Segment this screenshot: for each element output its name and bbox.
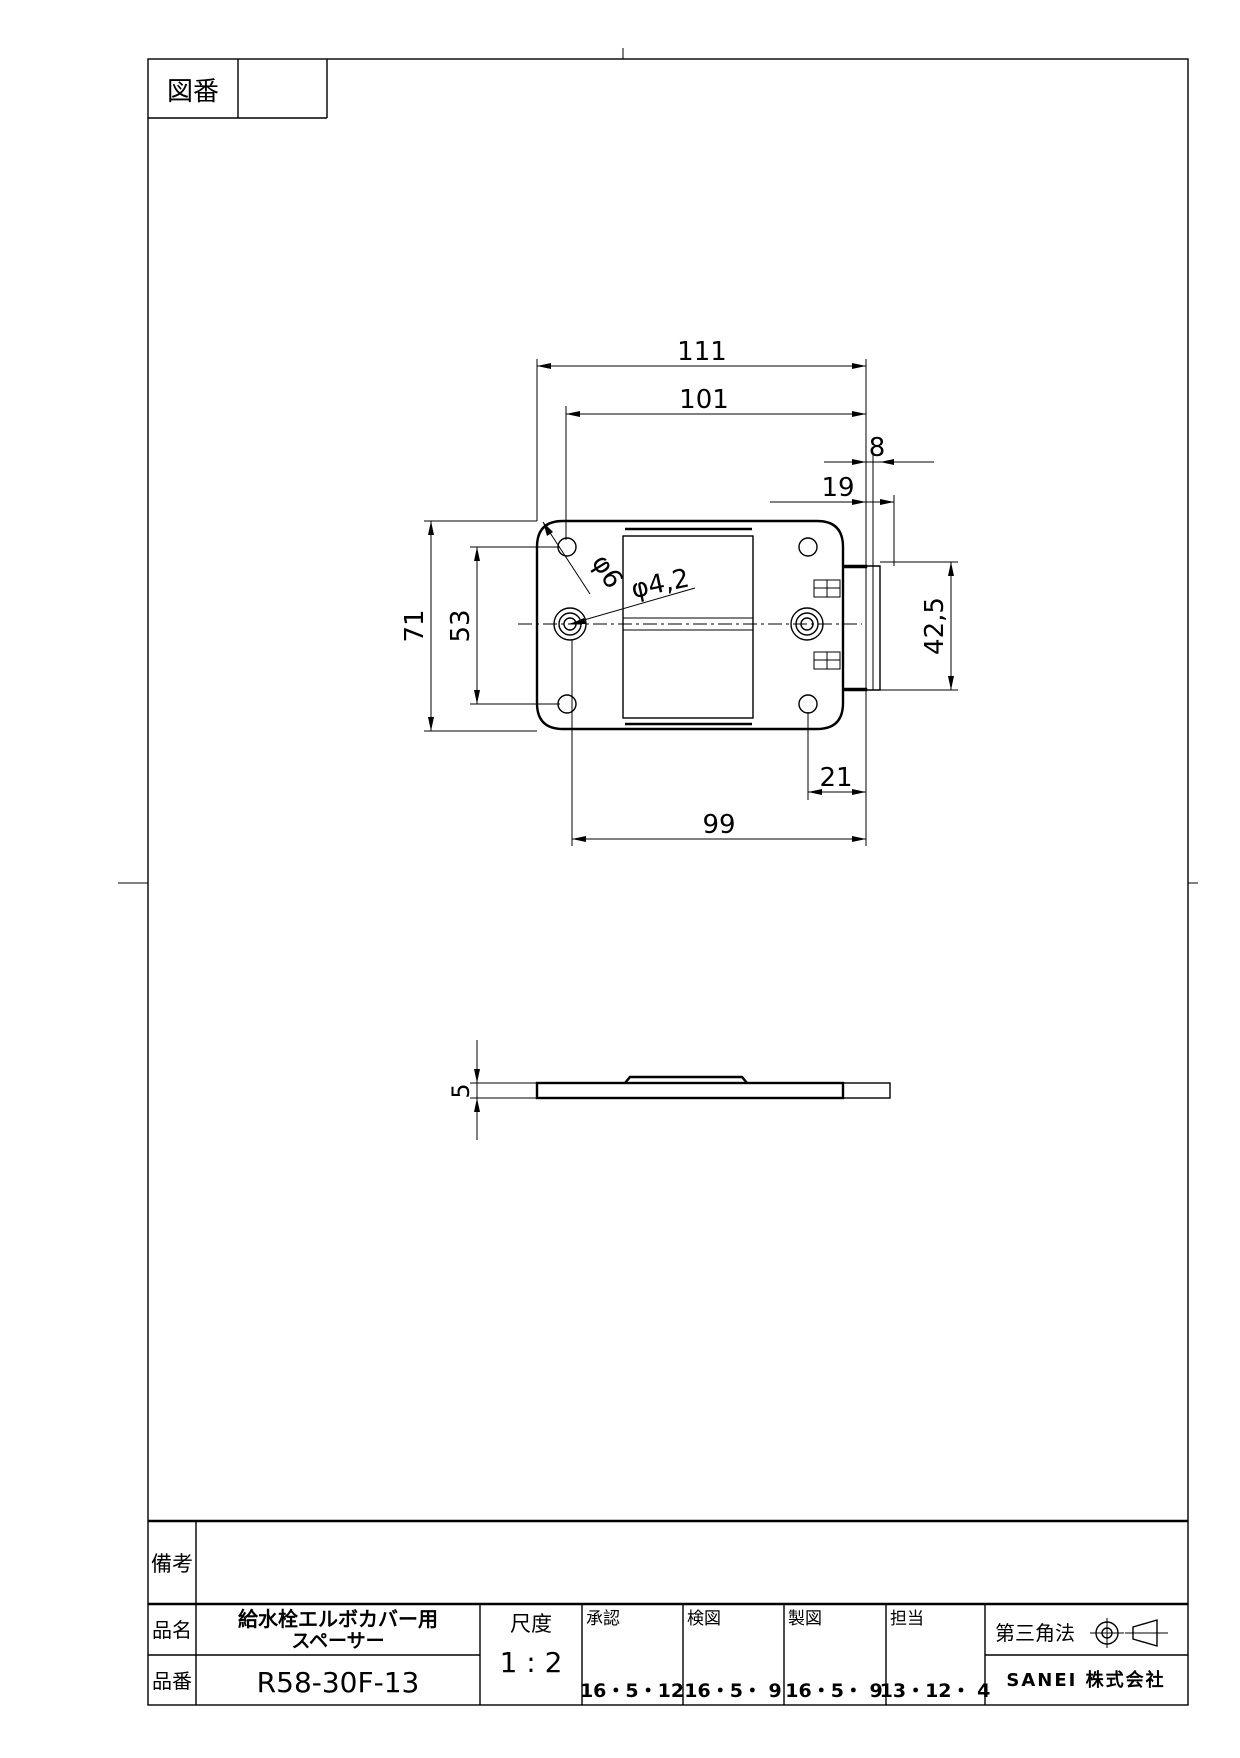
draft-date: 16・5・ 9: [785, 1680, 883, 1702]
corner-hole-tl: [557, 537, 577, 557]
check-date: 16・5・ 9: [684, 1680, 782, 1702]
third-angle-projection-icon: [1090, 1618, 1168, 1648]
dim-8: 8: [869, 433, 886, 463]
dim-21: 21: [819, 763, 852, 793]
side-view: 5: [447, 1040, 891, 1140]
product-name-line2: スペーサー: [291, 1630, 384, 1652]
part-number: R58-30F-13: [257, 1666, 420, 1699]
side-tab: [842, 1082, 891, 1099]
drawing-frame: [147, 58, 1189, 1706]
scale-value: 1 : 2: [500, 1646, 563, 1679]
side-plate: [535, 1081, 845, 1100]
projection-label: 第三角法: [995, 1621, 1075, 1645]
charge-date: 13・12・ 4: [880, 1680, 991, 1702]
charge-label: 担当: [890, 1609, 924, 1629]
check-label: 検図: [687, 1609, 721, 1629]
center-panel: [622, 535, 754, 719]
countersunk-hole-right: [790, 607, 824, 641]
dim-phi4-2: φ4,2: [629, 563, 692, 605]
dim-71: 71: [400, 609, 430, 642]
dim-53: 53: [446, 609, 476, 642]
drawing-number-box: 図番: [148, 59, 328, 119]
dim-5: 5: [447, 1083, 475, 1098]
corner-hole-br: [798, 694, 818, 714]
dim-111: 111: [677, 337, 727, 367]
title-block: 備考 品名 品番 給水栓エルボカバー用 スペーサー R58-30F-13 尺度 …: [148, 1519, 1188, 1705]
dim-phi6: φ6: [585, 550, 628, 594]
dimension-lines: 111 101 8 19 71 53: [400, 337, 958, 846]
dim-42-5: 42,5: [920, 597, 950, 655]
company-name: SANEI 株式会社: [1006, 1669, 1165, 1691]
scale-label: 尺度: [510, 1612, 552, 1636]
product-name-line1: 給水栓エルボカバー用: [238, 1607, 438, 1631]
right-tab: [843, 565, 881, 691]
dim-19: 19: [821, 473, 854, 503]
approval-date: 16・5・12: [580, 1680, 684, 1702]
plate-outline: [535, 519, 868, 731]
remarks-label: 備考: [151, 1552, 193, 1576]
approval-label: 承認: [586, 1609, 620, 1629]
dim-99: 99: [702, 810, 735, 840]
name-label: 品名: [152, 1618, 192, 1642]
drawing-number-label: 図番: [167, 77, 219, 107]
side-raised-panel: [624, 1075, 748, 1084]
corner-hole-bl: [557, 694, 577, 714]
number-label: 品番: [152, 1669, 192, 1693]
top-view: [518, 519, 881, 731]
draft-label: 製図: [788, 1609, 822, 1629]
dim-101: 101: [679, 385, 729, 415]
corner-hole-tr: [798, 537, 818, 557]
